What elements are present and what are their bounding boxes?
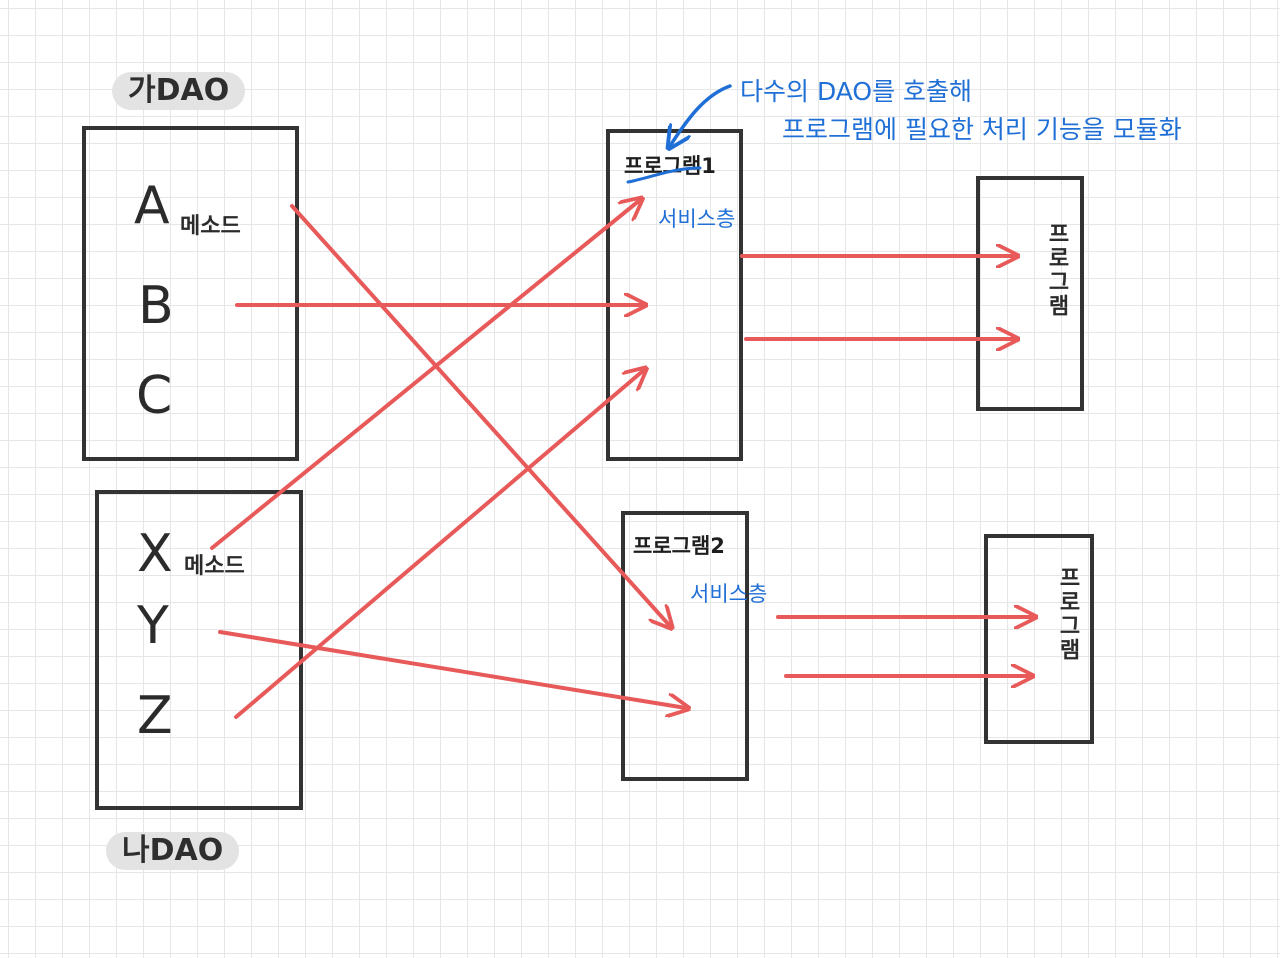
note-line-1: 다수의 DAO를 호출해	[740, 77, 973, 106]
method-x: X	[137, 524, 173, 584]
program2-service-layer: 서비스층	[690, 582, 768, 606]
method-x-suffix: 메소드	[184, 554, 245, 579]
program1-service-layer: 서비스층	[658, 207, 736, 231]
method-a-suffix: 메소드	[180, 214, 241, 239]
dao-na-box	[95, 490, 303, 810]
output1-box	[976, 176, 1084, 411]
program1-title: 프로그램1	[624, 154, 716, 178]
method-c: C	[136, 366, 173, 426]
output1-label: 프로그램	[1044, 222, 1069, 318]
method-b: B	[138, 276, 174, 336]
note-line-2: 프로그램에 필요한 처리 기능을 모듈화	[782, 115, 1182, 144]
method-z: Z	[137, 686, 173, 746]
output2-label: 프로그램	[1055, 566, 1080, 662]
dao-ga-box	[82, 126, 299, 461]
program2-title: 프로그램2	[633, 534, 725, 558]
method-y: Y	[137, 596, 169, 656]
output2-box	[984, 534, 1094, 744]
dao-na-label: 나DAO	[106, 832, 240, 870]
dao-ga-label: 가DAO	[112, 72, 246, 110]
method-a: A	[134, 176, 170, 236]
